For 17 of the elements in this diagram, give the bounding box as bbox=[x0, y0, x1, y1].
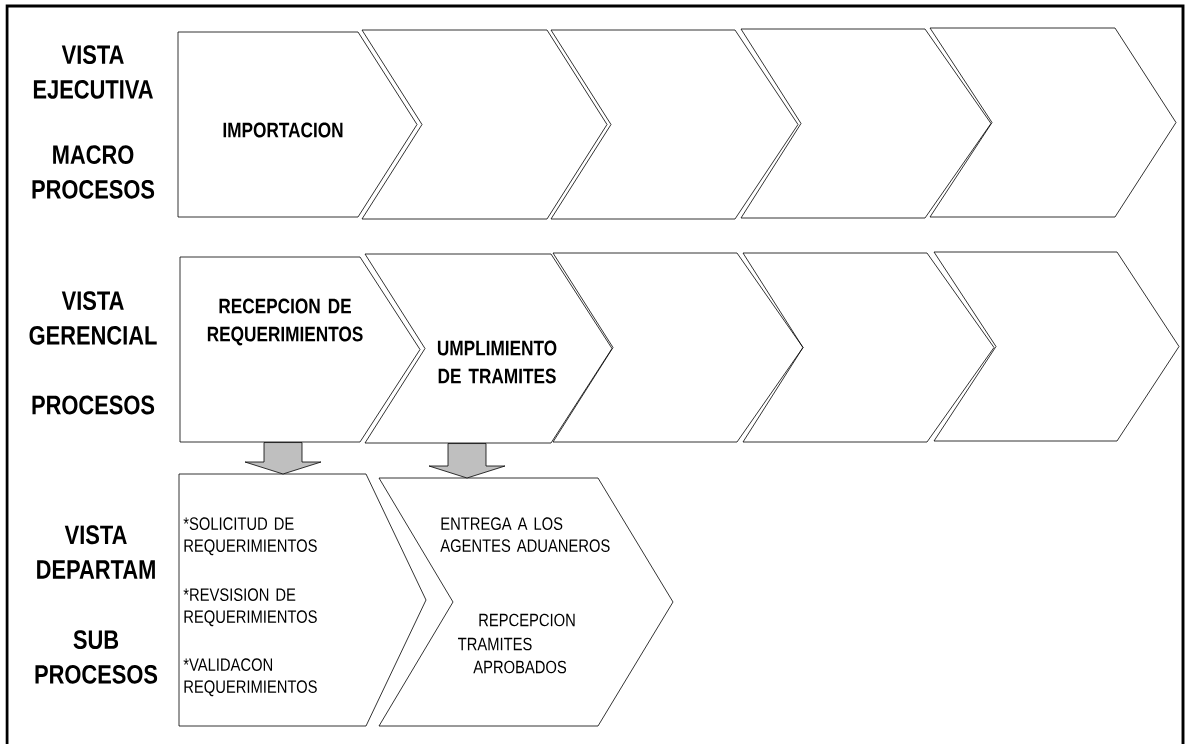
process-step bbox=[742, 252, 995, 443]
row-heading: VISTA EJECUTIVA bbox=[33, 45, 153, 99]
row-heading: VISTA GERENCIAL bbox=[29, 291, 157, 345]
process-step: UMPLIMIENTO DE TRAMITES bbox=[364, 253, 613, 444]
process-step: IMPORTACION bbox=[177, 31, 418, 218]
process-step: *SOLICITUD DE REQUERIMIENTOS *REVSISION DE REQUERIMIENTOS *VALIDACON REQUERIMIENTOS bbox=[178, 473, 427, 727]
row-heading: PROCESOS bbox=[32, 395, 155, 415]
process-step bbox=[361, 29, 608, 220]
process-step bbox=[933, 251, 1180, 442]
row-heading: MACRO PROCESOS bbox=[32, 145, 155, 199]
process-step bbox=[550, 29, 799, 220]
block-arrow bbox=[428, 443, 506, 479]
block-arrow bbox=[244, 442, 322, 475]
process-step: RECEPCION DE REQUERIMIENTOS bbox=[179, 256, 421, 443]
process-step: ENTREGA A LOS AGENTES ADUANEROS REPCEPCION TRAMITES APROBADOS bbox=[378, 477, 674, 727]
process-step bbox=[740, 28, 992, 219]
process-step bbox=[929, 27, 1177, 218]
